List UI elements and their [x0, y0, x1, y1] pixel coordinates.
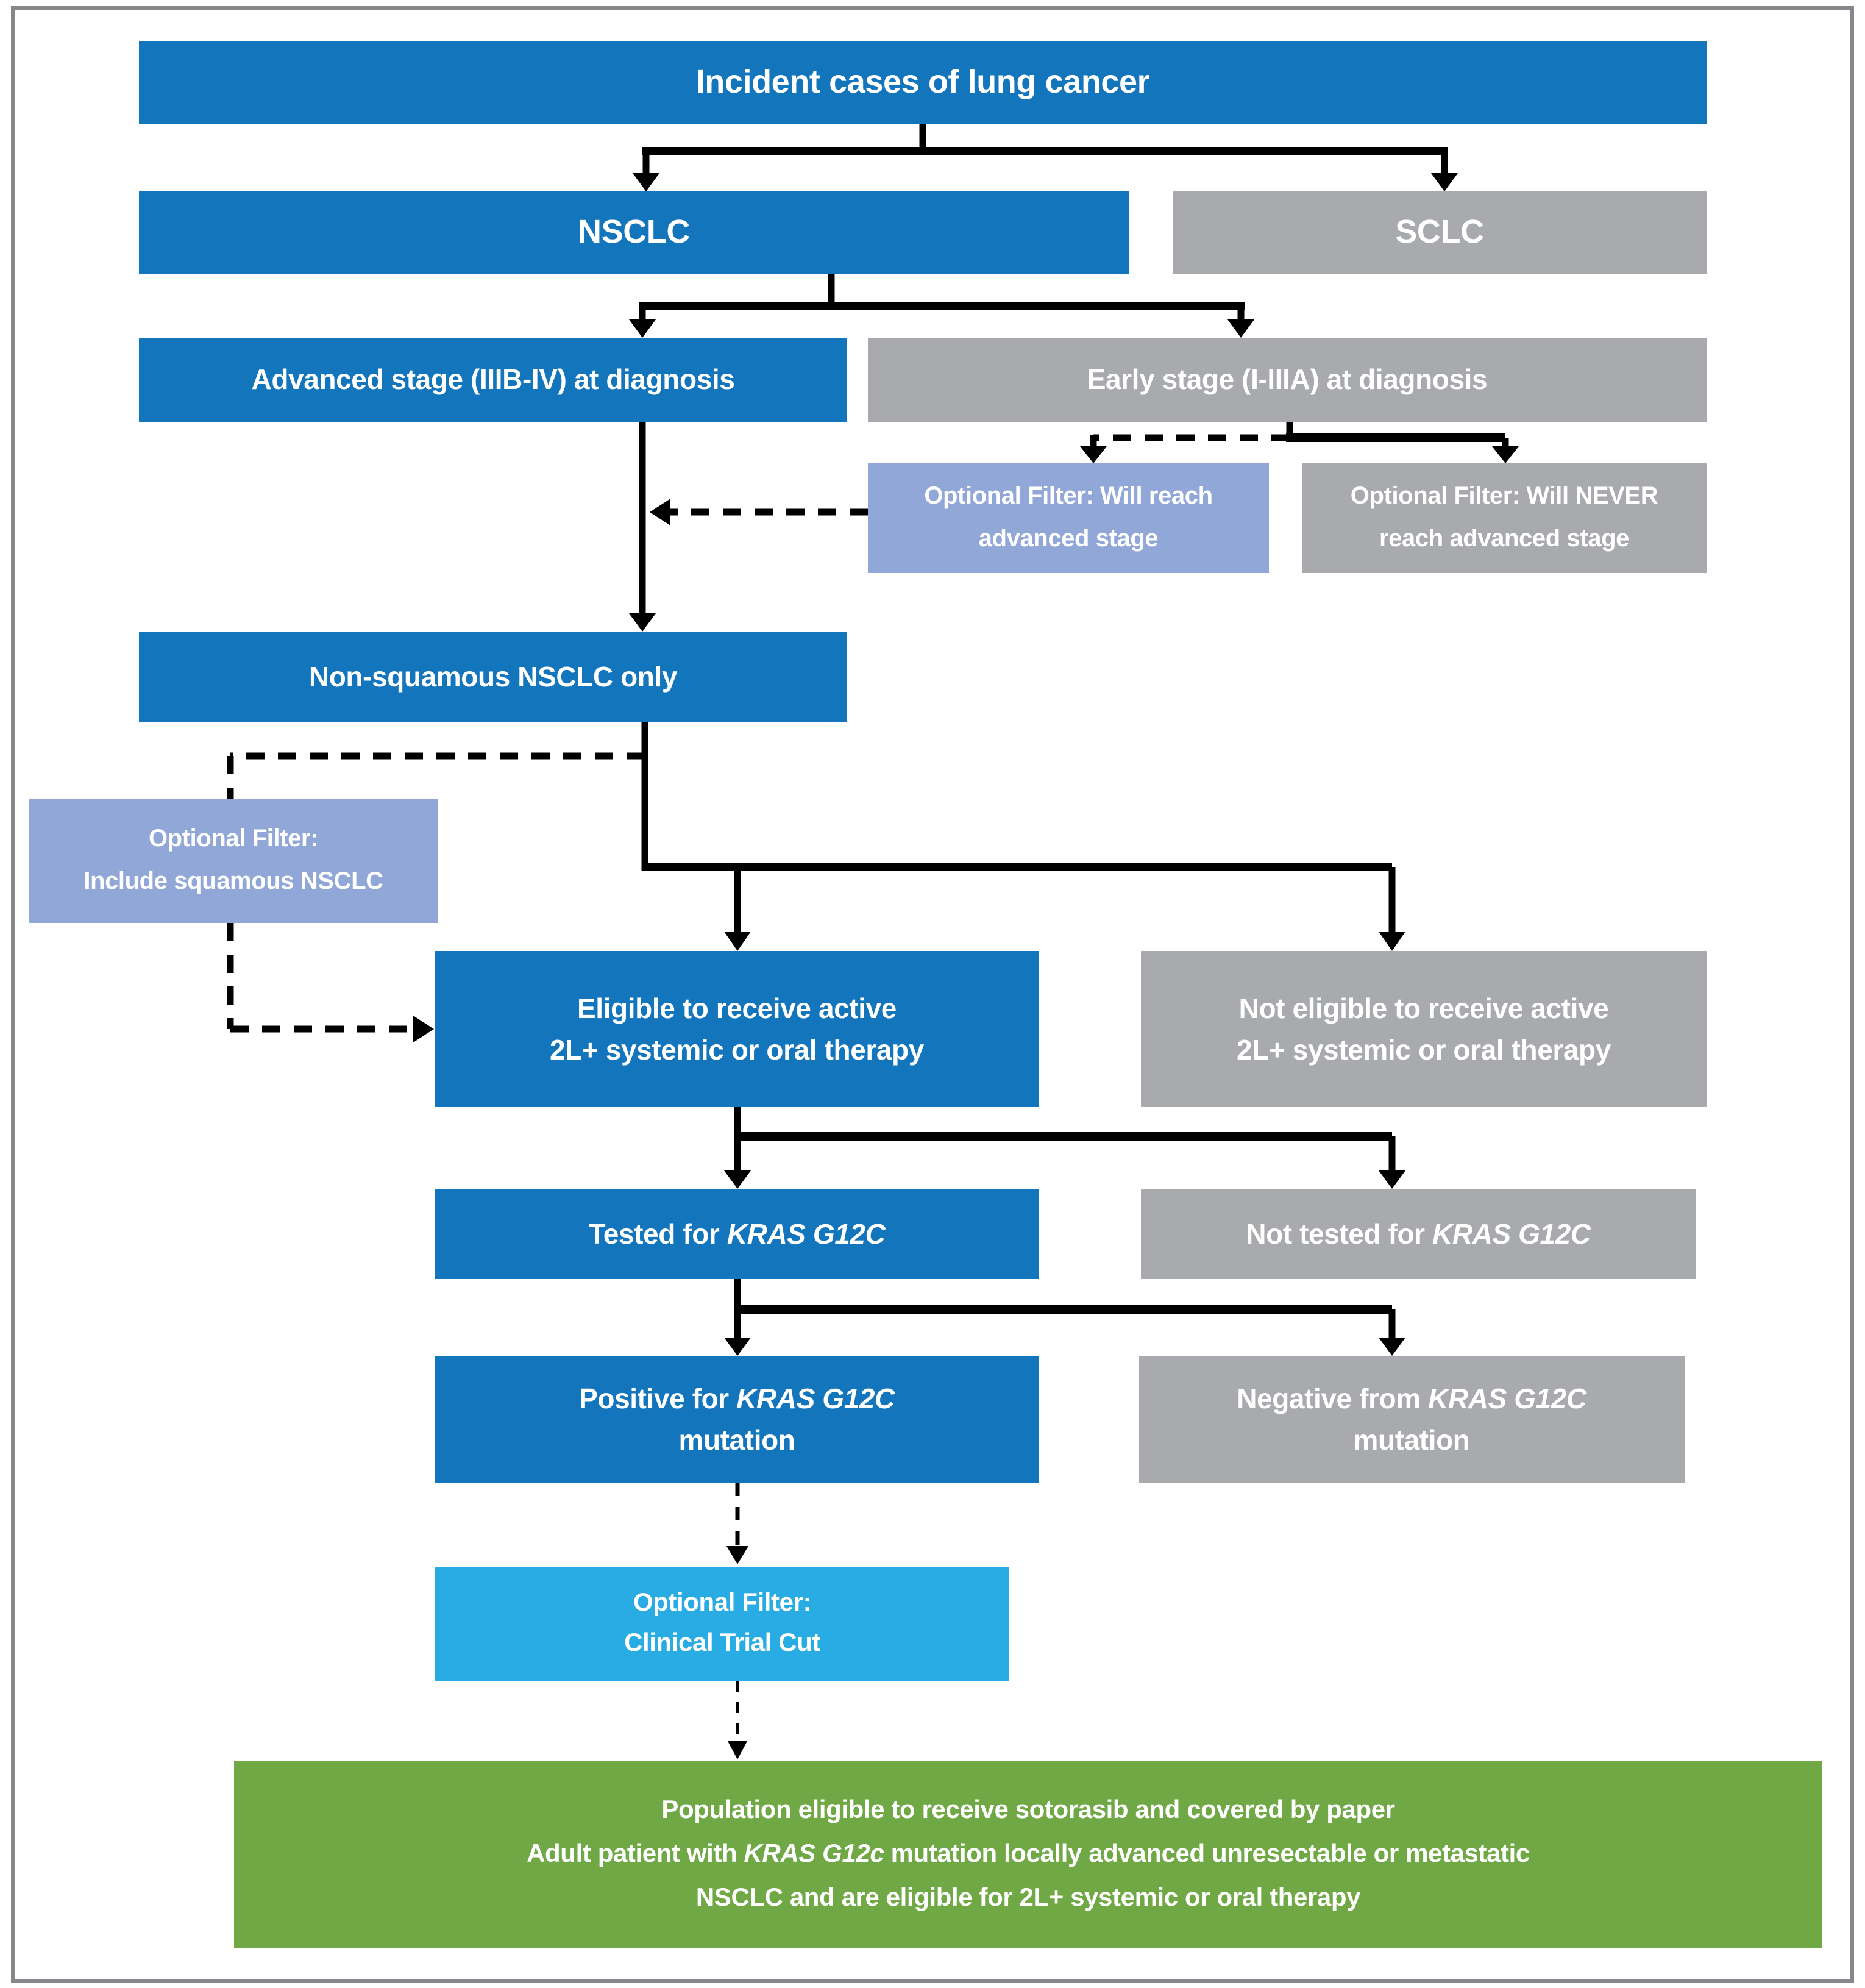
- edge-trial-population: [728, 1681, 747, 1759]
- node-label-line1: Negative from KRAS G12C: [1237, 1377, 1586, 1419]
- node-label-line1: Optional Filter:: [633, 1589, 812, 1617]
- node-label-line2: Clinical Trial Cut: [624, 1629, 820, 1657]
- node-label-line2: mutation: [1353, 1424, 1470, 1456]
- node-early-stage: Early stage (I-IIIA) at diagnosis: [868, 338, 1707, 422]
- edge-squamous-filter: [227, 752, 645, 1042]
- node-tested-kras: Tested for KRAS G12C: [435, 1189, 1039, 1279]
- node-label-gene: KRAS G12C: [1428, 1382, 1586, 1414]
- node-label-line1: Eligible to receive active: [577, 992, 897, 1024]
- node-population-eligible: Population eligible to receive sotorasib…: [234, 1761, 1822, 1948]
- node-label-text: mutation locally advanced unresectable o…: [884, 1840, 1530, 1869]
- node-label-line1: Optional Filter:: [148, 825, 319, 852]
- node-label-text: Not tested for: [1246, 1217, 1433, 1250]
- node-label-line1: Optional Filter: Will NEVER: [1350, 483, 1658, 510]
- node-label-line2: 2L+ systemic or oral therapy: [550, 1034, 924, 1066]
- node-label: Early stage (I-IIIA) at diagnosis: [1087, 363, 1488, 396]
- node-label: SCLC: [1395, 213, 1484, 251]
- node-label-line2: Include squamous NSCLC: [83, 868, 383, 895]
- node-label-text: Adult patient with: [527, 1840, 744, 1869]
- edge-incident-split: [633, 124, 1458, 191]
- edge-tested-split: [724, 1279, 1405, 1356]
- node-label-text: Positive for: [579, 1382, 737, 1414]
- node-label-line3: NSCLC and are eligible for 2L+ systemic …: [695, 1883, 1361, 1912]
- node-nonsquamous: Non-squamous NSCLC only: [139, 632, 847, 722]
- node-negative-kras: Negative from KRAS G12C mutation: [1139, 1356, 1685, 1483]
- node-label: Incident cases of lung cancer: [695, 63, 1150, 101]
- edge-nsclc-split: [629, 274, 1254, 338]
- node-positive-kras: Positive for KRAS G12C mutation: [435, 1356, 1039, 1483]
- node-label-gene: KRAS G12c: [744, 1840, 884, 1869]
- node-label: Non-squamous NSCLC only: [308, 660, 678, 693]
- node-label-line2: advanced stage: [978, 526, 1159, 552]
- node-label-line1: Optional Filter: Will reach: [924, 483, 1213, 510]
- node-label-gene: KRAS G12C: [736, 1382, 895, 1414]
- node-label-line1: Positive for KRAS G12C: [579, 1377, 895, 1419]
- node-filter-will-never-reach: Optional Filter: Will NEVER reach advanc…: [1302, 463, 1707, 573]
- edge-positive-trial: [726, 1483, 748, 1564]
- node-label: Tested for KRAS G12C: [588, 1213, 885, 1255]
- node-filter-include-squamous: Optional Filter: Include squamous NSCLC: [29, 799, 438, 923]
- node-not-tested-kras: Not tested for KRAS G12C: [1141, 1189, 1696, 1279]
- node-advanced-stage: Advanced stage (IIIB-IV) at diagnosis: [139, 338, 847, 422]
- node-label-line2: Adult patient with KRAS G12c mutation lo…: [527, 1833, 1530, 1876]
- node-label: NSCLC: [578, 213, 690, 251]
- node-label: Advanced stage (IIIB-IV) at diagnosis: [251, 363, 735, 396]
- node-eligible-2l: Eligible to receive active 2L+ systemic …: [435, 951, 1039, 1107]
- edge-eligible-split: [724, 1107, 1405, 1189]
- node-not-eligible-2l: Not eligible to receive active 2L+ syste…: [1141, 951, 1707, 1107]
- node-nsclc: NSCLC: [139, 191, 1129, 274]
- edge-advanced-down: [629, 422, 868, 632]
- edge-early-split: [1080, 422, 1519, 463]
- node-label-text: Tested for: [588, 1217, 727, 1250]
- node-label-line1: Population eligible to receive sotorasib…: [661, 1796, 1395, 1825]
- node-label-gene: KRAS G12C: [1432, 1217, 1591, 1250]
- node-label-line2: reach advanced stage: [1379, 526, 1629, 552]
- edge-nonsquamous-split: [641, 722, 1405, 951]
- node-label-line1: Not eligible to receive active: [1238, 992, 1609, 1024]
- node-filter-clinical-trial: Optional Filter: Clinical Trial Cut: [435, 1567, 1009, 1681]
- node-incident-cases: Incident cases of lung cancer: [139, 41, 1707, 124]
- node-filter-will-reach: Optional Filter: Will reach advanced sta…: [868, 463, 1269, 573]
- node-label-line2: mutation: [678, 1424, 795, 1456]
- node-label-gene: KRAS G12C: [726, 1217, 886, 1250]
- node-label-line2: 2L+ systemic or oral therapy: [1237, 1034, 1611, 1066]
- node-label: Not tested for KRAS G12C: [1246, 1213, 1591, 1255]
- node-label-text: Negative from: [1237, 1382, 1429, 1414]
- node-sclc: SCLC: [1173, 191, 1707, 274]
